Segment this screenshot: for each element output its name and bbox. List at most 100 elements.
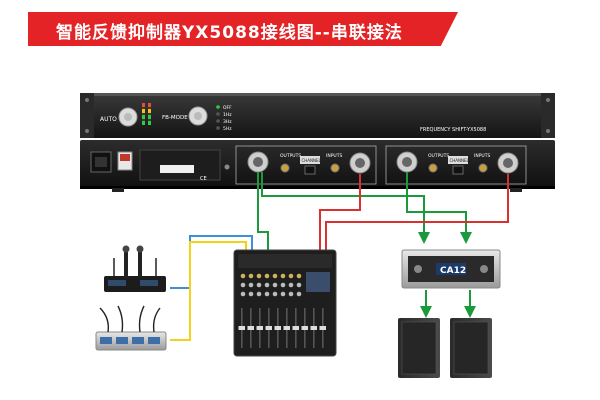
gooseneck-mic-icon <box>152 307 161 333</box>
mixer-knob[interactable] <box>248 282 254 288</box>
mixer-display <box>306 272 330 292</box>
mode-option: 3Hz <box>223 119 232 125</box>
power-inlet-socket <box>95 157 107 167</box>
fader-cap[interactable] <box>238 326 246 330</box>
channel-1-input-jack[interactable] <box>330 163 340 173</box>
amp-knob[interactable] <box>414 265 422 273</box>
amp-knob[interactable] <box>480 265 488 273</box>
mixer-knob[interactable] <box>296 282 302 288</box>
mode-led <box>216 126 220 130</box>
channel-2-badge <box>448 156 468 164</box>
power-amplifier: CA12 <box>401 249 501 289</box>
fader-cap[interactable] <box>247 326 255 330</box>
mixer-knob[interactable] <box>248 291 254 297</box>
mixer-knob[interactable] <box>296 273 302 279</box>
device-foot <box>510 188 522 192</box>
fader-cap[interactable] <box>256 326 264 330</box>
conference-unit-body <box>95 331 167 351</box>
mixer-knob[interactable] <box>280 273 286 279</box>
mixer-knob[interactable] <box>272 273 278 279</box>
title-bar: 智能反馈抑制器YX5088接线图--串联接法 <box>0 0 600 46</box>
mixer-knob[interactable] <box>256 291 262 297</box>
mixer-input-row <box>238 254 332 268</box>
rear-panel-bottom-edge <box>80 186 555 189</box>
rack-ear-left <box>80 93 94 138</box>
mixer-knob[interactable] <box>288 282 294 288</box>
mic-head <box>136 245 144 253</box>
channel-1-output-jack[interactable] <box>280 163 290 173</box>
mixer-knob[interactable] <box>280 282 286 288</box>
wire-wireless-mic <box>170 235 253 289</box>
speaker-right <box>450 318 492 378</box>
fader-cap[interactable] <box>319 326 327 330</box>
mixer-knob[interactable] <box>288 291 294 297</box>
audio-mixer <box>233 249 337 357</box>
conference-microphone-set <box>95 305 167 351</box>
front-panel-top-edge <box>80 93 555 96</box>
wire-conference-mic <box>170 241 247 341</box>
mixer-knob[interactable] <box>272 291 278 297</box>
fader-cap[interactable] <box>310 326 318 330</box>
channel-2-outputs-label: OUTPUTS <box>428 153 449 159</box>
mixer-knob[interactable] <box>288 273 294 279</box>
wireless-microphone-set <box>104 245 166 292</box>
mixer-knob[interactable] <box>280 291 286 297</box>
wire-mixer-to-ch1-input <box>319 174 361 250</box>
unit-display <box>132 337 144 344</box>
fader-cap[interactable] <box>292 326 300 330</box>
fader-cap[interactable] <box>283 326 291 330</box>
channel-2-output-jack[interactable] <box>428 163 438 173</box>
mixer-knob[interactable] <box>248 273 254 279</box>
mode-option: OFF <box>223 105 232 111</box>
mode-led <box>216 105 220 109</box>
mixer-knob[interactable] <box>296 291 302 297</box>
fader-cap[interactable] <box>265 326 273 330</box>
xlr-pins <box>402 157 412 167</box>
level-meter <box>142 103 151 125</box>
screw-icon <box>85 98 89 102</box>
wire-ch2-output <box>406 172 472 244</box>
wire-ch1-output <box>257 172 269 250</box>
fader-cap[interactable] <box>274 326 282 330</box>
mixer-knob[interactable] <box>256 282 262 288</box>
screw-icon <box>85 129 89 133</box>
gooseneck-mic-icon <box>117 305 124 333</box>
front-panel-body <box>80 93 555 138</box>
mixer-knob[interactable] <box>240 273 246 279</box>
mode-option: 5Hz <box>223 126 232 132</box>
channel-2-input-jack[interactable] <box>478 163 488 173</box>
wire-ch1-to-amp <box>261 172 430 244</box>
mixer-knob[interactable] <box>264 291 270 297</box>
channel-1-switch[interactable] <box>304 165 316 175</box>
ce-mark: CE <box>200 176 207 182</box>
mixer-knob[interactable] <box>256 273 262 279</box>
channel-2-badge-text: CHANNEL2 <box>450 158 472 163</box>
mixer-knob[interactable] <box>240 282 246 288</box>
rear-panel: CE OUTPUTS CHANNEL1 INPUTS OUTPUTS CHANN… <box>80 140 555 192</box>
channel-2-switch[interactable] <box>452 165 464 175</box>
mixer-knob[interactable] <box>264 282 270 288</box>
gooseneck-mic-icon <box>138 305 145 333</box>
mixer-knob[interactable] <box>272 282 278 288</box>
screw-icon <box>546 98 550 102</box>
page-title: 智能反馈抑制器YX5088接线图--串联接法 <box>56 23 403 43</box>
gnd-screw-icon <box>224 164 230 170</box>
title-banner <box>28 12 458 46</box>
mixer-fader-bank <box>238 308 327 348</box>
amplifier-brand: CA12 <box>440 266 466 276</box>
rack-ear-right <box>541 93 555 138</box>
fb-mode-label: FB-MODE <box>162 115 188 121</box>
mixer-knob[interactable] <box>264 273 270 279</box>
channel-1-badge-text: CHANNEL1 <box>302 158 324 163</box>
handheld-mic-icon <box>138 248 142 278</box>
screw-icon <box>546 129 550 133</box>
wires <box>170 172 509 341</box>
mixer-knob[interactable] <box>240 291 246 297</box>
front-panel: AUTO FB-MODE OFF 1Hz 3Hz 5Hz FREQUENCY S… <box>80 93 555 138</box>
xlr-pins <box>355 158 365 168</box>
mic-head <box>122 245 130 253</box>
wire-mixer-to-ch2-input <box>325 174 509 250</box>
channel-1-outputs-label: OUTPUTS <box>280 153 301 159</box>
fader-cap[interactable] <box>301 326 309 330</box>
